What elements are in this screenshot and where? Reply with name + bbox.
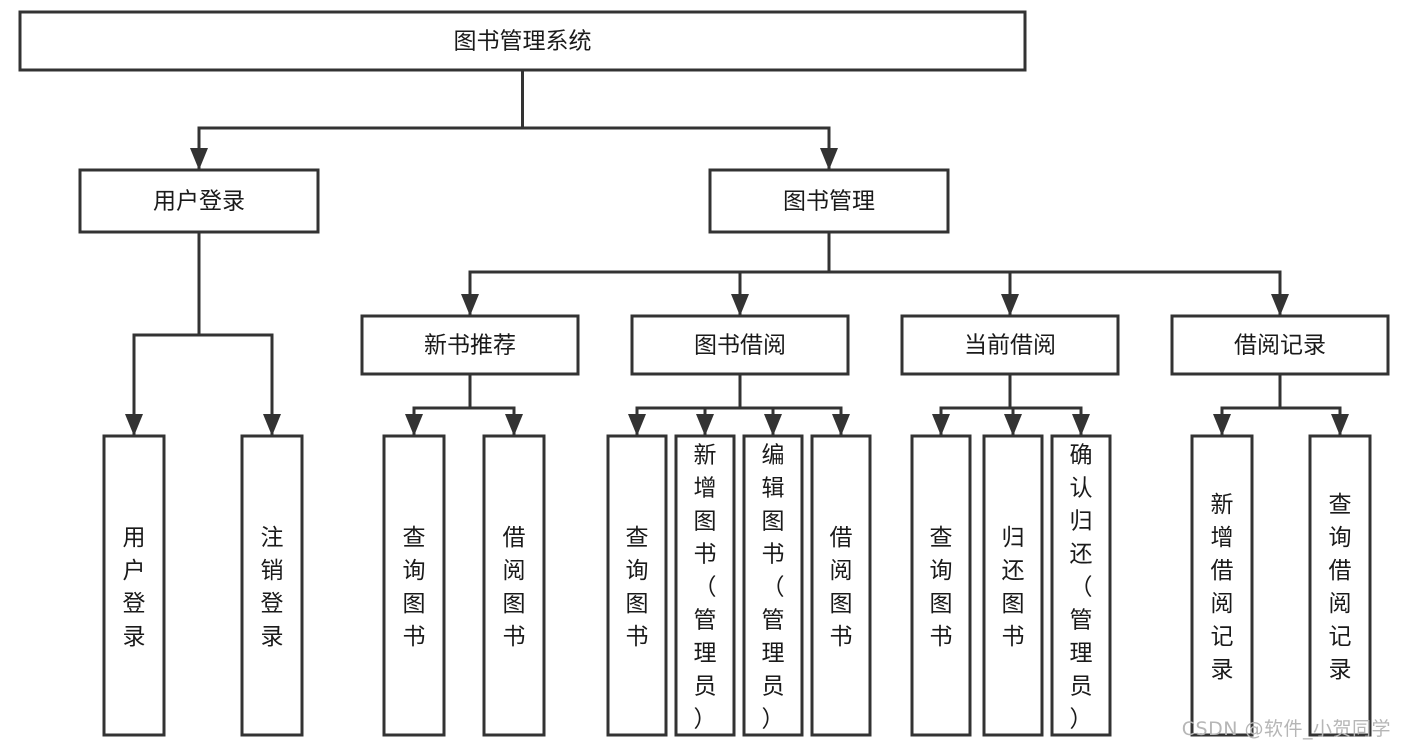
connector-arrowhead (263, 414, 281, 436)
connector-layer (125, 68, 1349, 437)
node-label: 新书推荐 (424, 333, 516, 359)
watermark-label: CSDN @软件_小贺同学 (1181, 718, 1391, 740)
node-label: 新增图书（管理员） (694, 443, 717, 733)
connector-arrowhead (832, 414, 850, 436)
node-label: 查询图书 (626, 525, 649, 650)
node-label: 查询图书 (930, 525, 953, 650)
node-box[interactable] (674, 434, 736, 737)
node-新增图书管理员[interactable]: 新增图书（管理员） (674, 434, 736, 737)
node-label: 借阅图书 (503, 525, 526, 650)
node-box[interactable] (810, 434, 872, 737)
node-图书管理[interactable]: 图书管理 (708, 168, 950, 234)
node-借阅图书[interactable]: 借阅图书 (810, 434, 872, 737)
node-label: 图书借阅 (694, 333, 786, 359)
node-label: 查询借阅记录 (1329, 492, 1352, 683)
node-box[interactable] (360, 314, 580, 376)
node-label: 编辑图书（管理员） (762, 443, 785, 733)
node-label: 借阅记录 (1234, 333, 1326, 359)
node-借阅图书[interactable]: 借阅图书 (482, 434, 546, 737)
node-box[interactable] (102, 434, 166, 737)
connector-arrowhead (125, 414, 143, 436)
node-box[interactable] (240, 434, 304, 737)
connector-arrowhead (731, 294, 749, 316)
node-box[interactable] (606, 434, 668, 737)
node-layer: 图书管理系统用户登录图书管理用户登录注销登录新书推荐图书借阅当前借阅借阅记录查询… (18, 10, 1390, 737)
node-label: 用户登录 (153, 189, 245, 215)
node-借阅记录[interactable]: 借阅记录 (1170, 314, 1390, 376)
node-用户登录[interactable]: 用户登录 (78, 168, 320, 234)
connector-arrowhead (932, 414, 950, 436)
node-box[interactable] (1308, 434, 1372, 737)
node-图书借阅[interactable]: 图书借阅 (630, 314, 850, 376)
connector-arrowhead (764, 414, 782, 436)
node-box[interactable] (78, 168, 320, 234)
node-用户登录[interactable]: 用户登录 (102, 434, 166, 737)
node-新书推荐[interactable]: 新书推荐 (360, 314, 580, 376)
node-label: 图书管理系统 (454, 29, 592, 55)
connector-arrowhead (1072, 414, 1090, 436)
node-图书管理系统[interactable]: 图书管理系统 (18, 10, 1027, 72)
node-确认归还管理员[interactable]: 确认归还（管理员） (1050, 434, 1112, 737)
node-box[interactable] (708, 168, 950, 234)
node-box[interactable] (1190, 434, 1254, 737)
node-box[interactable] (1170, 314, 1390, 376)
connector-arrowhead (461, 294, 479, 316)
node-label: 注销登录 (261, 525, 284, 650)
node-编辑图书管理员[interactable]: 编辑图书（管理员） (742, 434, 804, 737)
node-box[interactable] (982, 434, 1044, 737)
connector-arrowhead (820, 148, 838, 170)
node-box[interactable] (18, 10, 1027, 72)
connector-arrowhead (1213, 414, 1231, 436)
node-box[interactable] (900, 314, 1120, 376)
node-box[interactable] (1050, 434, 1112, 737)
node-label: 归还图书 (1002, 525, 1025, 650)
node-查询借阅记录[interactable]: 查询借阅记录 (1308, 434, 1372, 737)
connector-arrowhead (1271, 294, 1289, 316)
connector-arrowhead (1001, 294, 1019, 316)
connector-arrowhead (505, 414, 523, 436)
connector-arrowhead (405, 414, 423, 436)
node-新增借阅记录[interactable]: 新增借阅记录 (1190, 434, 1254, 737)
connector-arrowhead (190, 148, 208, 170)
node-label: 借阅图书 (830, 525, 853, 650)
node-box[interactable] (482, 434, 546, 737)
node-label: 确认归还（管理员） (1070, 443, 1093, 733)
node-归还图书[interactable]: 归还图书 (982, 434, 1044, 737)
connector-arrowhead (1004, 414, 1022, 436)
connector-arrowhead (696, 414, 714, 436)
node-查询图书[interactable]: 查询图书 (382, 434, 446, 737)
node-box[interactable] (910, 434, 972, 737)
connector-arrowhead (1331, 414, 1349, 436)
node-box[interactable] (630, 314, 850, 376)
node-label: 用户登录 (123, 525, 146, 650)
node-label: 查询图书 (403, 525, 426, 650)
connector-arrowhead (628, 414, 646, 436)
node-当前借阅[interactable]: 当前借阅 (900, 314, 1120, 376)
node-box[interactable] (382, 434, 446, 737)
node-label: 当前借阅 (964, 333, 1056, 359)
node-box[interactable] (742, 434, 804, 737)
node-查询图书[interactable]: 查询图书 (606, 434, 668, 737)
node-label: 新增借阅记录 (1211, 492, 1234, 683)
node-label: 图书管理 (783, 189, 875, 215)
node-查询图书[interactable]: 查询图书 (910, 434, 972, 737)
node-注销登录[interactable]: 注销登录 (240, 434, 304, 737)
